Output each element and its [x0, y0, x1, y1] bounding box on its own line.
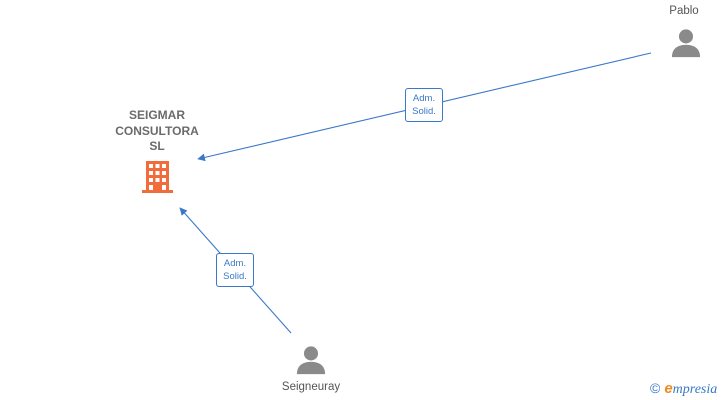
person-icon[interactable] — [295, 345, 327, 375]
building-icon[interactable] — [141, 160, 174, 194]
edge-label-line: Adm. — [223, 258, 247, 269]
person-name-seigneuray[interactable]: Seigneuray — [281, 381, 341, 393]
person-name-pablo[interactable]: Pablo — [669, 5, 699, 17]
copyright-symbol: © — [650, 380, 661, 396]
brand-logo-e: e — [664, 380, 673, 397]
company-name-line: SEIGMAR — [128, 108, 185, 122]
edge-label-pablo[interactable]: Adm. Solid. — [405, 88, 443, 122]
brand-logo: ©empresia — [650, 380, 717, 398]
company-name-line: SL — [149, 139, 165, 153]
edge-label-line: Solid. — [223, 271, 247, 282]
edge-label-line: Solid. — [412, 106, 436, 117]
edge-label-seigneuray[interactable]: Adm. Solid. — [216, 253, 254, 287]
brand-logo-text: mpresia — [672, 382, 718, 397]
company-name[interactable]: SEIGMAR CONSULTORA SL — [102, 108, 212, 155]
edge-label-line: Adm. — [412, 93, 436, 104]
company-name-line: CONSULTORA — [115, 123, 199, 138]
person-icon[interactable] — [670, 28, 702, 58]
